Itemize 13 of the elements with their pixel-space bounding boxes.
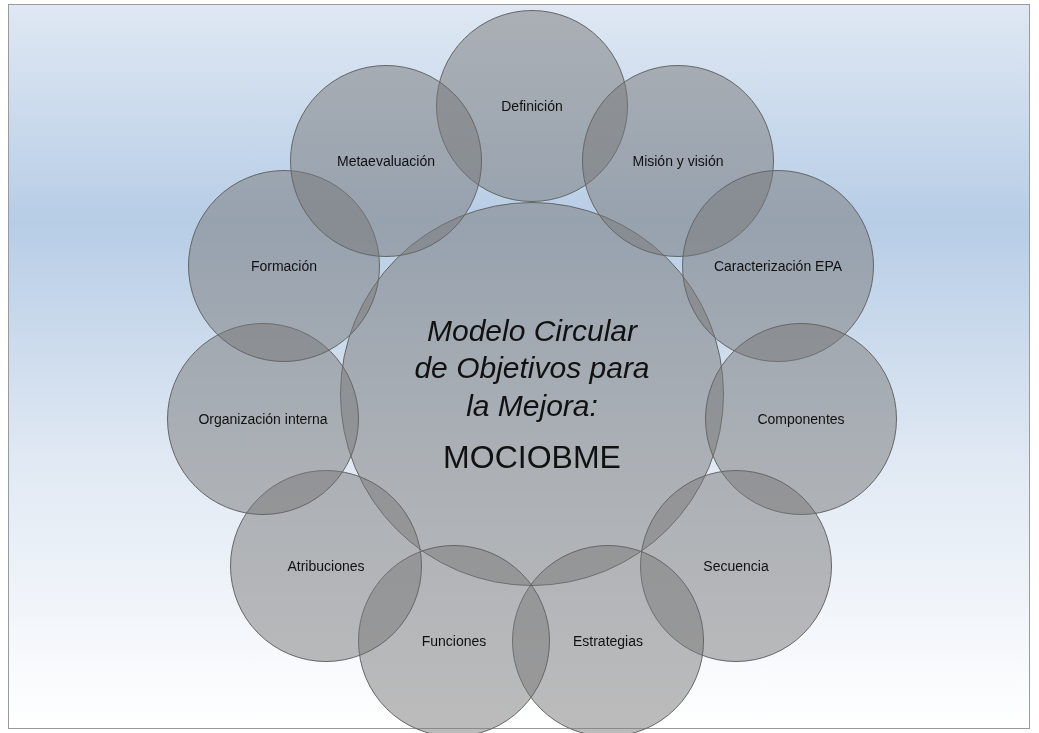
circle-label: Definición bbox=[501, 97, 563, 115]
circle-label: Componentes bbox=[757, 410, 845, 428]
circle-label: Misión y visión bbox=[632, 152, 724, 170]
circle-label: Caracterización EPA bbox=[713, 257, 843, 275]
circle-label: Formación bbox=[250, 257, 318, 275]
circle-label: Atribuciones bbox=[287, 557, 365, 575]
circle-label: Estrategias bbox=[572, 632, 643, 650]
circle-label: Organización interna bbox=[198, 410, 328, 428]
circle-label: Secuencia bbox=[703, 557, 769, 575]
model-acronym: MOCIOBME bbox=[443, 438, 621, 477]
circle-label: Funciones bbox=[421, 632, 487, 650]
model-title: Modelo Circular de Objetivos para la Mejora: bbox=[413, 312, 651, 424]
circle-label: Metaevaluación bbox=[336, 152, 436, 170]
